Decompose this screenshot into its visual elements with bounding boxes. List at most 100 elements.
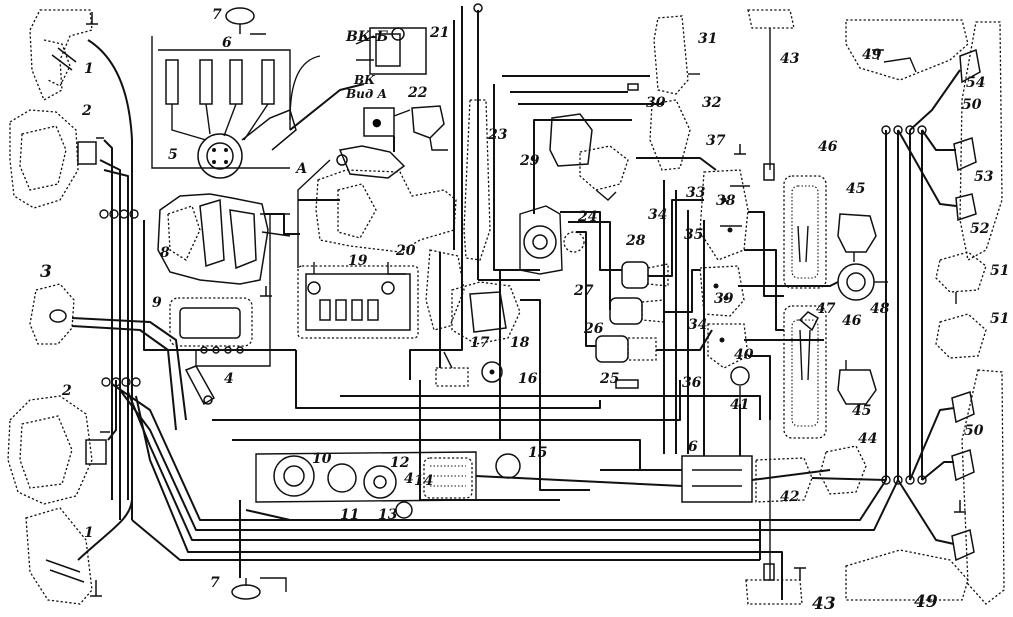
lamp-54 (959, 48, 981, 84)
component-4 (184, 365, 216, 406)
svg-text:●: ● (372, 116, 382, 129)
front-left-sidelight-bottom (25, 507, 102, 605)
heater-18 (425, 249, 521, 345)
main-wiring (143, 75, 887, 600)
label-47: 47 (816, 301, 836, 317)
label-40: 40 (734, 347, 754, 363)
label-23: 23 (488, 127, 508, 143)
label-34-bottom: 34 (688, 317, 708, 333)
lamp-53 (953, 137, 977, 172)
instrument-46-bottom (783, 305, 827, 439)
lamp-45-bottom (837, 360, 877, 405)
lamp-30 (627, 83, 639, 91)
switch-panel-37-38 (699, 169, 750, 261)
label-8: 8 (160, 245, 170, 261)
left-harness (71, 39, 760, 561)
label-10: 10 (312, 451, 332, 467)
label-41: 41 (730, 397, 750, 413)
label-54: 54 (966, 75, 986, 91)
label-2-top: 2 (82, 103, 92, 119)
label-3: 3 (40, 262, 52, 282)
label-29: 29 (520, 153, 540, 169)
label-16: 16 (518, 371, 538, 387)
label-26: 26 (584, 321, 604, 337)
component-7-bottom (231, 577, 287, 600)
label-22: 22 (408, 85, 428, 101)
component-27 (609, 297, 665, 325)
label-7-top: 7 (212, 7, 222, 23)
label-30: 30 (646, 95, 666, 111)
switch-40 (707, 323, 749, 369)
headlamp-left-top (9, 109, 104, 209)
label-19: 19 (348, 253, 368, 269)
fuse-25 (615, 379, 639, 389)
label-13: 13 (378, 507, 398, 523)
label-21: 21 (430, 25, 450, 41)
ground-symbols (260, 49, 966, 580)
label-vk: ВК (354, 73, 376, 87)
label-43-bottom: 43 (812, 594, 836, 614)
label-36: 36 (682, 375, 702, 391)
component-43-bottom (745, 163, 803, 605)
label-6-top: 6 (222, 35, 232, 51)
label-49-top: 49 (862, 47, 882, 63)
gauge-48 (837, 263, 888, 301)
component-17 (435, 351, 469, 387)
label-50-top: 50 (962, 97, 982, 113)
rear-body-panel-top (959, 21, 1003, 262)
label-52: 52 (970, 221, 990, 237)
label-4-left: 4 (224, 371, 234, 387)
label-45-top: 45 (846, 181, 866, 197)
ignition-coil (289, 27, 427, 121)
label-1-top: 1 (84, 61, 94, 77)
label-24: 24 (578, 209, 598, 225)
label-37: 37 (706, 133, 726, 149)
component-7-top (225, 7, 266, 35)
component-44 (819, 445, 867, 495)
label-9: 9 (152, 295, 162, 311)
label-32: 32 (702, 95, 722, 111)
component-31 (653, 15, 700, 95)
label-vid-a: Вид А (346, 87, 388, 101)
label-49-bottom: 49 (914, 592, 938, 612)
label-12: 12 (390, 455, 410, 471)
label-6-bottom: 6 (688, 439, 698, 455)
battery-19 (297, 262, 419, 339)
label-15: 15 (528, 445, 548, 461)
label-44: 44 (858, 431, 878, 447)
label-2-bottom: 2 (62, 383, 72, 399)
component-32 (649, 99, 691, 171)
lamp-51-top (935, 251, 987, 304)
component-43-top (747, 9, 795, 170)
label-20: 20 (396, 243, 416, 259)
component-26 (595, 335, 657, 363)
right-harness (760, 69, 961, 545)
label-35: 35 (684, 227, 704, 243)
label-46-top: 46 (818, 139, 838, 155)
component-47 (798, 311, 819, 332)
label-28: 28 (626, 233, 646, 249)
label-1-bottom: 1 (84, 525, 94, 541)
rear-lamp-49-bottom (845, 549, 969, 601)
rear-lamp-49-top (845, 19, 969, 81)
label-34-top: 34 (648, 207, 668, 223)
label-45-bottom: 45 (852, 403, 872, 419)
label-31: 31 (698, 31, 718, 47)
label-48: 48 (870, 301, 890, 317)
lamp-45-top (837, 213, 877, 262)
label-11: 11 (340, 507, 360, 523)
label-25: 25 (600, 371, 620, 387)
lamp-52 (955, 193, 977, 222)
front-left-sidelight-top (29, 9, 98, 101)
label-vk-b: ВК-Б (346, 29, 389, 45)
label-5: 5 (168, 147, 178, 163)
relay-vid-a: ● (363, 107, 411, 137)
label-27: 27 (574, 283, 594, 299)
label-42: 42 (780, 489, 800, 505)
label-51-bottom: 51 (990, 311, 1010, 327)
lamp-51-bottom (935, 313, 987, 359)
label-53: 53 (974, 169, 994, 185)
label-a: А (296, 161, 308, 177)
